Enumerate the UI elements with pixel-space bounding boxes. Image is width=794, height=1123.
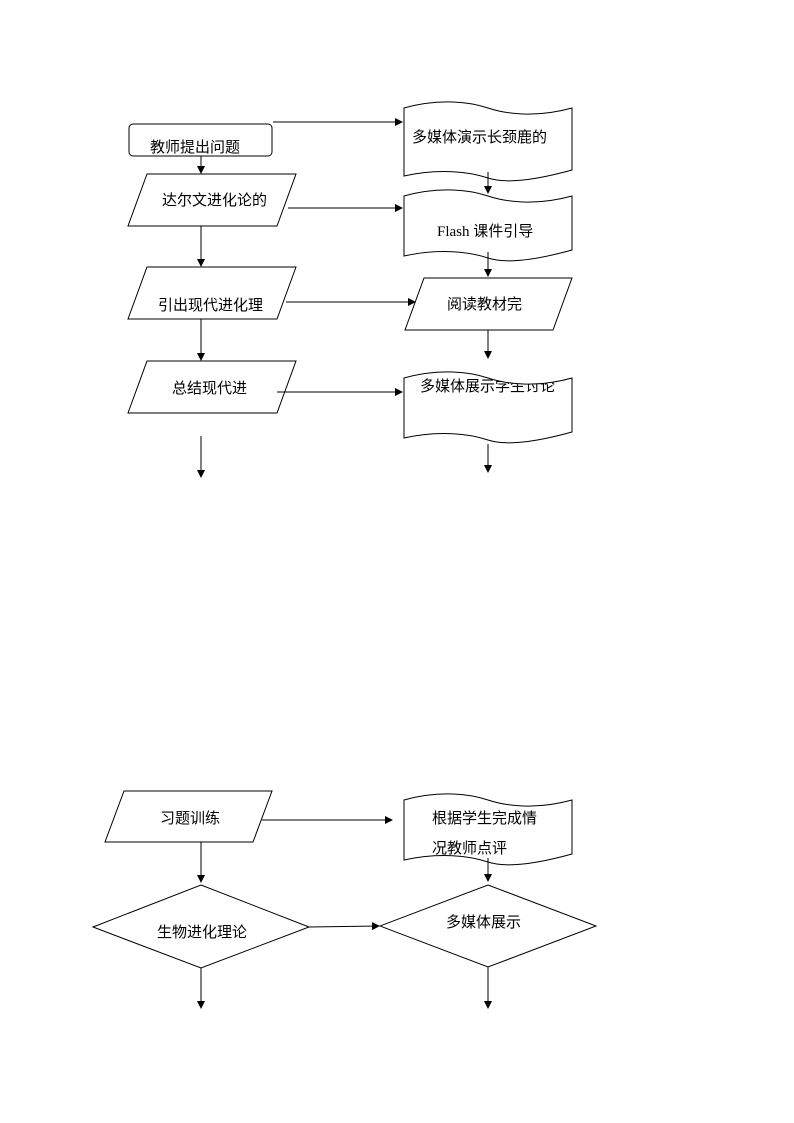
darwin-theory-label: 达尔文进化论的 [162,191,267,209]
modern-theory-intro-step [127,266,297,320]
modern-theory-intro-label: 引出现代进化理 [158,296,263,314]
summary-label: 总结现代进 [172,379,247,397]
evolution-theory-label: 生物进化理论 [157,923,247,941]
exercise-label: 习题训练 [160,809,220,827]
summary-step [127,360,297,414]
teacher-review-label-line2: 况教师点评 [432,839,507,857]
flash-courseware-document [403,189,573,262]
darwin-theory-step [127,173,297,227]
giraffe-demo-label: 多媒体演示长颈鹿的 [412,128,547,146]
exercise-step [104,790,273,843]
teacher-review-label-line1: 根据学生完成情 [432,809,537,827]
read-textbook-step [404,277,573,331]
read-textbook-label: 阅读教材完 [447,295,522,313]
teacher-review-document [403,793,573,866]
arrow-theory-to-display [308,922,380,931]
discussion-display-label: 多媒体展示学生讨论 [420,377,555,395]
giraffe-demo-document [403,101,573,182]
flash-courseware-label: Flash 课件引导 [437,223,533,240]
multimedia-display-label: 多媒体展示 [446,913,521,931]
start-step-label: 教师提出问题 [150,138,240,156]
discussion-display-document [403,371,573,444]
